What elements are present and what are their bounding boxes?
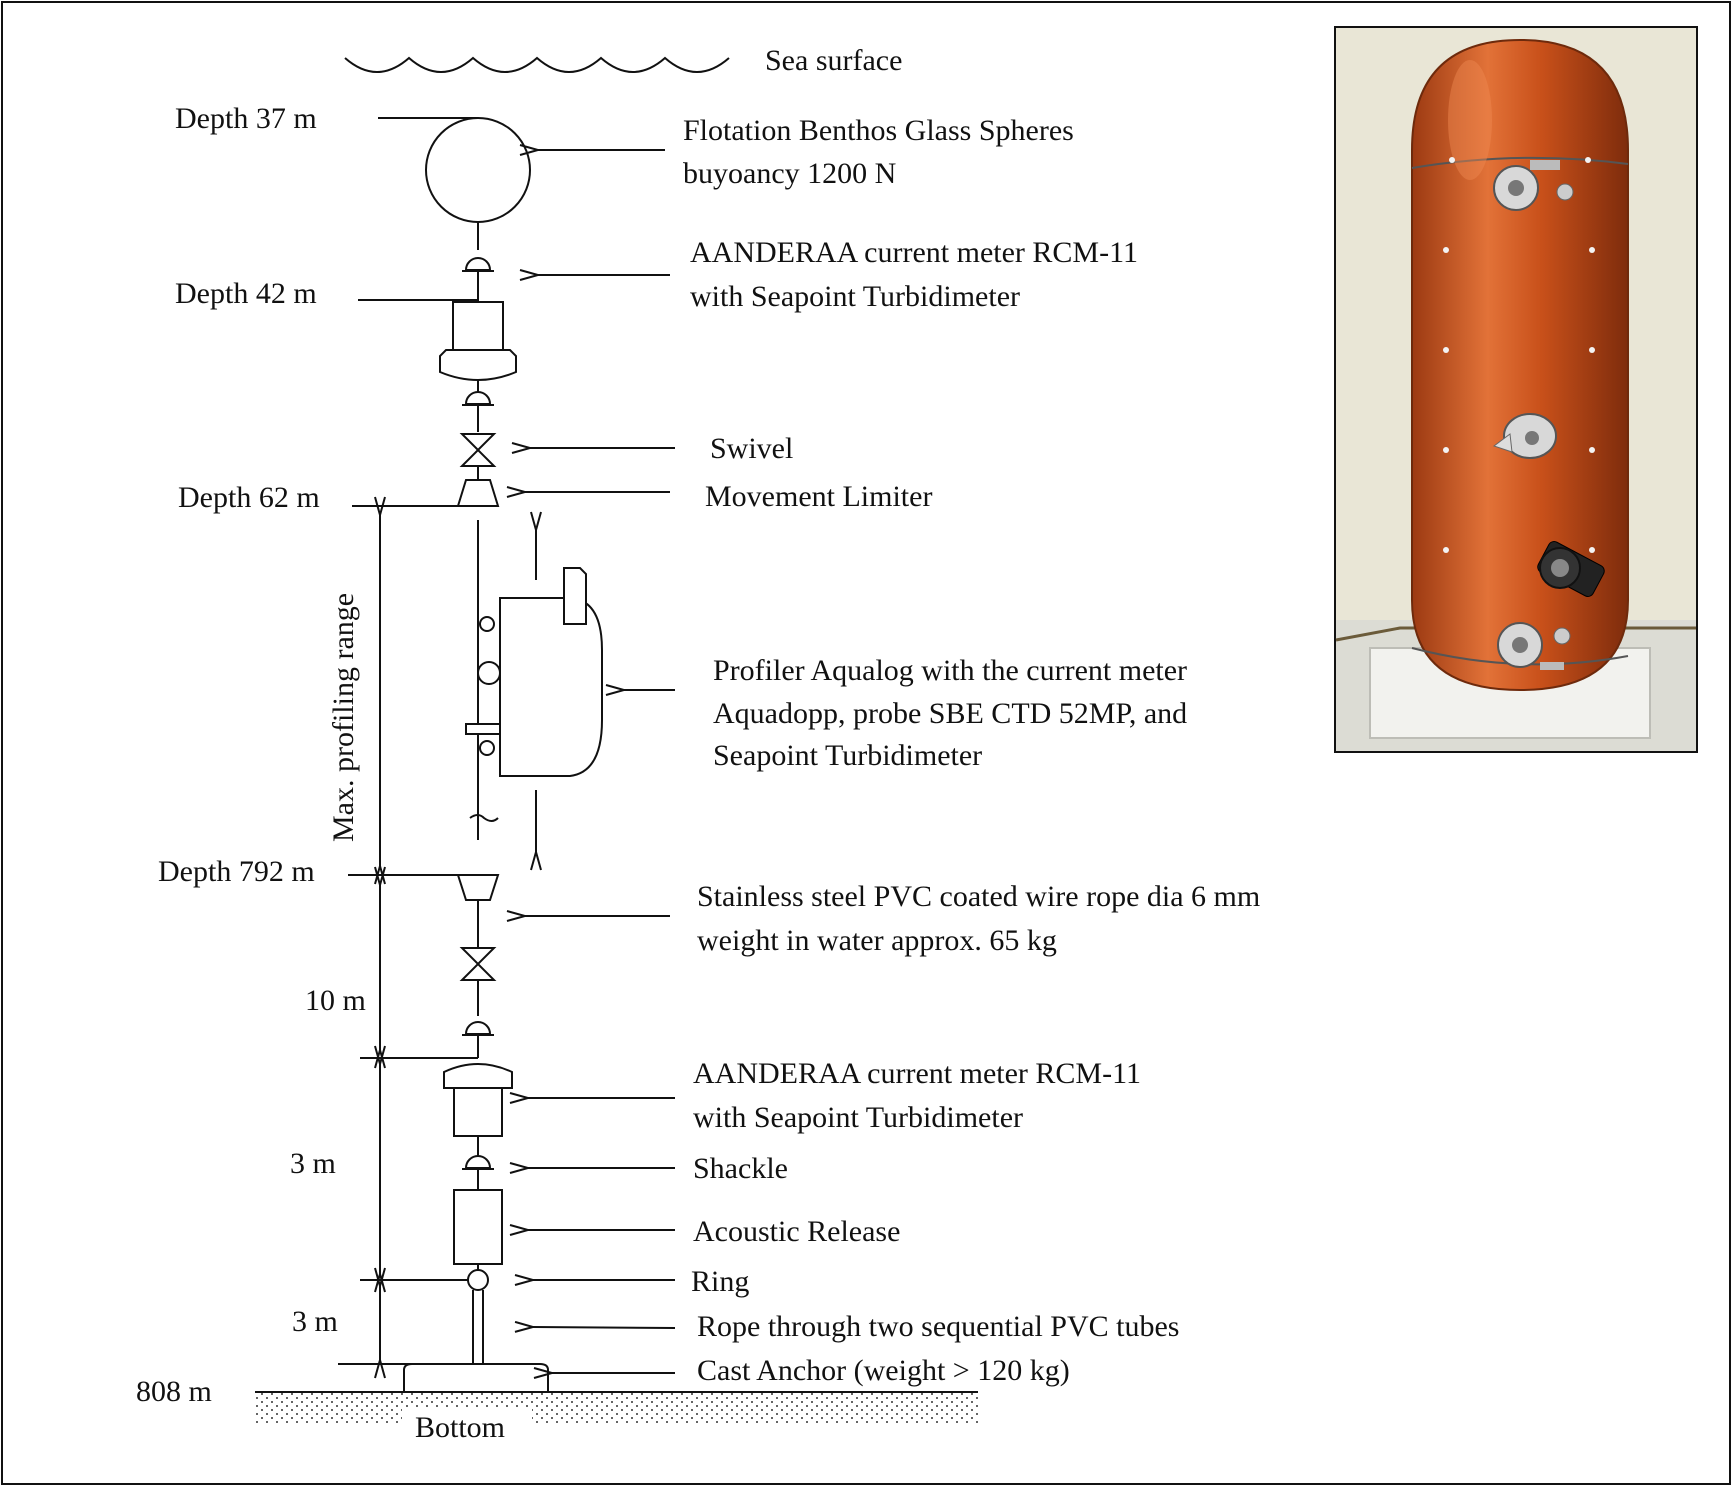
flotation-sphere (425, 117, 531, 223)
shackle-lower (464, 1021, 492, 1035)
profiling-range-label: Max. profiling range (327, 593, 360, 842)
meter-bottom-label-1: AANDERAA current meter RCM-11 (693, 1057, 1141, 1090)
rope-label-1: Stainless steel PVC coated wire rope dia… (697, 880, 1260, 913)
shackle-top (464, 257, 492, 271)
depth-37-label: Depth 37 m (175, 102, 317, 135)
ring (467, 1269, 489, 1291)
flotation-label-1: Flotation Benthos Glass Spheres (683, 114, 1074, 147)
photo-sensor-1 (1493, 160, 1574, 211)
dimension-10m-label: 10 m (305, 984, 366, 1017)
shackle (464, 1155, 492, 1169)
dimension-3m-lower-label: 3 m (292, 1305, 338, 1338)
limiter-label: Movement Limiter (705, 480, 932, 513)
photo-sensor-4 (1497, 622, 1571, 670)
meter-top-label-1: AANDERAA current meter RCM-11 (690, 236, 1138, 269)
swivel-lower-top (459, 947, 497, 966)
dimension-3m-upper-label: 3 m (290, 1147, 336, 1180)
shackle-mid (464, 391, 492, 405)
cast-anchor (403, 1363, 549, 1393)
flotation-label-2: buyoancy 1200 N (683, 157, 896, 190)
depth-792-label: Depth 792 m (158, 855, 315, 888)
movement-limiter-top (456, 479, 500, 507)
profiler-label-3: Seapoint Turbidimeter (713, 739, 982, 772)
photo-sensor-2 (1492, 413, 1557, 459)
meter-bottom-label-2: with Seapoint Turbidimeter (693, 1101, 1023, 1134)
current-meter-top-body (452, 301, 504, 351)
profiler-roller-1 (479, 616, 495, 632)
swivel-label: Swivel (710, 432, 793, 465)
ring-label: Ring (691, 1265, 749, 1298)
tubes-label: Rope through two sequential PVC tubes (697, 1310, 1179, 1343)
depth-42-label: Depth 42 m (175, 277, 317, 310)
photo-sensor-3 (1537, 541, 1605, 597)
current-meter-bottom-body (453, 1087, 503, 1137)
current-meter-bottom-head (443, 1063, 513, 1089)
meter-top-label-2: with Seapoint Turbidimeter (690, 280, 1020, 313)
profiler-label-1: Profiler Aqualog with the current meter (713, 654, 1187, 687)
depth-62-label: Depth 62 m (178, 481, 320, 514)
shackle-label: Shackle (693, 1152, 788, 1185)
profiler-photo-hull (1411, 38, 1629, 692)
anchor-label: Cast Anchor (weight > 120 kg) (697, 1354, 1070, 1387)
profiler-roller-3 (479, 740, 495, 756)
movement-limiter-bottom (456, 874, 500, 901)
sea-surface-waves (344, 56, 730, 73)
line-break-mark (469, 814, 499, 822)
depth-808-label: 808 m (136, 1375, 212, 1408)
release-label: Acoustic Release (693, 1215, 900, 1248)
bottom-label: Bottom (415, 1411, 505, 1444)
seabed-sediment (255, 1393, 978, 1425)
current-meter-top-head (439, 349, 517, 381)
rope-label-2: weight in water approx. 65 kg (697, 924, 1057, 957)
bottom-label-backing (402, 1408, 532, 1442)
swivel-top (459, 433, 497, 452)
tubes-arrow (533, 1327, 676, 1328)
sea-surface-label: Sea surface (765, 44, 902, 77)
profiler-photo (1334, 26, 1698, 753)
profiler-clamp (465, 723, 501, 735)
acoustic-release (453, 1189, 503, 1265)
profiler-sensor-head (563, 567, 587, 625)
profiler-label-2: Aquadopp, probe SBE CTD 52MP, and (713, 697, 1187, 730)
profiler-roller-2 (477, 661, 501, 685)
